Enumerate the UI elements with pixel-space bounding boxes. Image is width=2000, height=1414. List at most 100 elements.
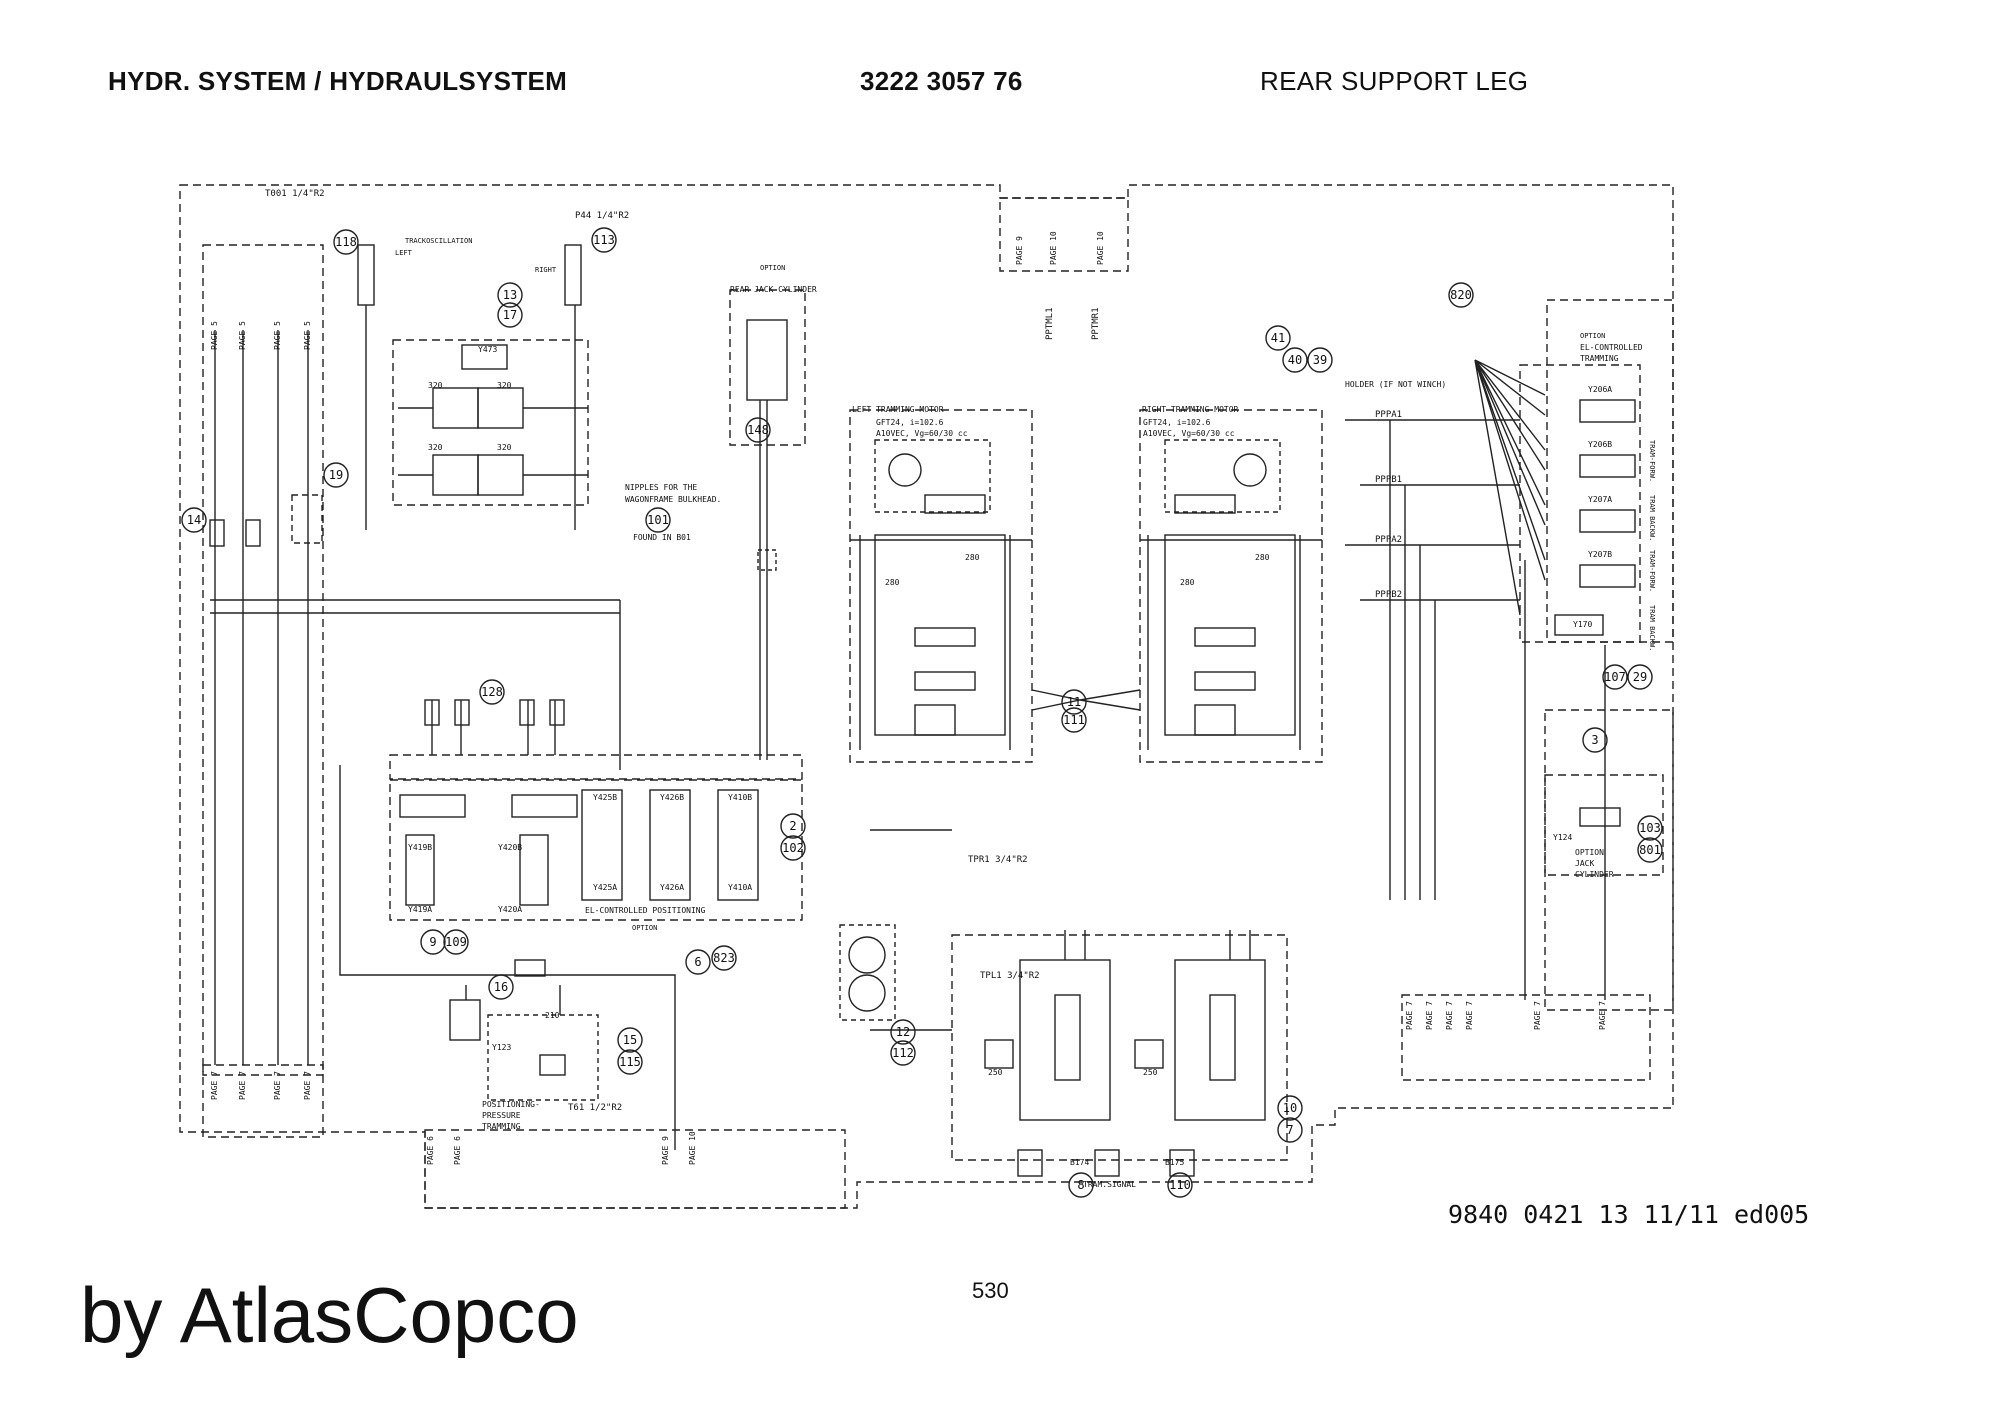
left-motor-label: LEFT TRAMMING MOTOR (852, 405, 944, 414)
callout-circle (1277, 1095, 1303, 1121)
callout-number: 102 (782, 841, 804, 855)
callout-number: 3 (1591, 733, 1598, 747)
pressure-setting: 320 (428, 443, 443, 452)
right-tramming-motor (1139, 409, 1323, 763)
callout-number: 113 (593, 233, 615, 247)
callout-number: 823 (713, 951, 735, 965)
pressure-setting: 250 (988, 1068, 1003, 1077)
callout-number: 118 (335, 235, 357, 249)
line-label: PPPB2 (1375, 590, 1402, 600)
option-jack-label: JACK (1575, 859, 1594, 868)
holder-label: HOLDER (IF NOT WINCH) (1345, 380, 1446, 389)
pressure-setting: 320 (428, 381, 443, 390)
line-label: TPR1 3/4"R2 (968, 855, 1028, 865)
trackoscillation-block (357, 244, 589, 530)
callout-circle (591, 227, 617, 253)
valve-code: B175 (1165, 1158, 1184, 1167)
motor-spec: A10VEC, Vg=60/30 cc (1143, 429, 1235, 438)
callout-number: 101 (647, 513, 669, 527)
page-ref: PAGE 7 (1445, 1001, 1454, 1030)
callout-number: 115 (619, 1055, 641, 1069)
option-jack-label: OPTION (1575, 848, 1604, 857)
positioning-pressure-block (339, 765, 676, 1150)
line-label: P44 1/4"R2 (575, 211, 629, 221)
callout-circle (323, 462, 349, 488)
right-motor-label: RIGHT TRAMMING MOTOR (1142, 405, 1239, 414)
callout-circle (617, 1049, 643, 1075)
valve-code: Y420A (498, 905, 522, 914)
page-ref: PAGE 10 (688, 1131, 697, 1165)
callout-circle (333, 229, 359, 255)
callout-number: 7 (1286, 1123, 1293, 1137)
option-label: OPTION (632, 924, 657, 932)
callout-circle (443, 929, 469, 955)
callout-circle (1167, 1172, 1193, 1198)
left-label: LEFT (395, 249, 413, 257)
page-ref: PAGE 7 (1598, 1001, 1607, 1030)
callout-number: 14 (187, 513, 201, 527)
tramming-control-valves (839, 829, 1288, 1177)
page-ref: PAGE 5 (273, 321, 282, 350)
callout-number: 103 (1639, 821, 1661, 835)
callout-circle (1282, 347, 1308, 373)
valve-code: Y420B (498, 843, 522, 852)
callout-number: 128 (481, 685, 503, 699)
left-tramming-motor (849, 409, 1033, 763)
page-ref: PAGE 5 (303, 321, 312, 350)
callout-number: 112 (892, 1046, 914, 1060)
valve-code: B174 (1070, 1158, 1089, 1167)
header-system-title: HYDR. SYSTEM / HYDRAULSYSTEM (108, 66, 568, 96)
page-ref: PAGE 7 (238, 1071, 247, 1100)
tram-backw-label: TRAM BACKW. (1648, 605, 1656, 651)
callout-circle (890, 1019, 916, 1045)
valve-code: Y419A (408, 905, 432, 914)
valve-code: Y206A (1588, 385, 1612, 394)
callout-circle (1602, 664, 1628, 690)
callout-circle (745, 417, 771, 443)
callout-number: 11 (1067, 695, 1081, 709)
page-number: 530 (972, 1278, 1009, 1303)
callout-number: 39 (1313, 353, 1327, 367)
valve-code: Y419B (408, 843, 432, 852)
callout-number: 10 (1283, 1101, 1297, 1115)
callout-circle (1307, 347, 1333, 373)
valve-code: Y123 (492, 1043, 511, 1052)
callout-circle (645, 507, 671, 533)
page-ref: PAGE 10 (1049, 231, 1058, 265)
page-ref: PAGE 10 (1096, 231, 1105, 265)
callout-number: 148 (747, 423, 769, 437)
trackoscillation-label: TRACKOSCILLATION (405, 237, 472, 245)
callout-circle (890, 1040, 916, 1066)
callout-number: 111 (1063, 713, 1085, 727)
page-ref: PAGE 7 (210, 1071, 219, 1100)
pressure-setting: 280 (885, 578, 900, 587)
pos-pressure-label: PRESSURE (482, 1111, 521, 1120)
page-ref: PAGE 7 (303, 1071, 312, 1100)
pressure-setting: 280 (965, 553, 980, 562)
callout-circle (685, 949, 711, 975)
header-part-number: 3222 3057 76 (860, 66, 1023, 96)
callout-circle (1068, 1172, 1094, 1198)
callout-circle (617, 1027, 643, 1053)
callout-number: 9 (429, 935, 436, 949)
valve-code: Y473 (478, 345, 497, 354)
nipples-label-2: WAGONFRAME BULKHEAD. (625, 495, 721, 504)
callout-circle (1061, 707, 1087, 733)
callout-circle (1637, 837, 1663, 863)
callout-number: 19 (329, 468, 343, 482)
callout-number: 6 (694, 955, 701, 969)
valve-code: Y410B (728, 793, 752, 802)
el-tramming-label: TRAMMING (1580, 354, 1619, 363)
callout-number: 107 (1604, 670, 1626, 684)
page-ref: PAGE 6 (426, 1136, 435, 1165)
callout-number: 110 (1169, 1178, 1191, 1192)
valve-code: Y425B (593, 793, 617, 802)
line-label: PPTML1 (1045, 307, 1055, 340)
callout-number: 17 (503, 308, 517, 322)
page-ref: PAGE 9 (1015, 236, 1024, 265)
valve-code: Y170 (1573, 620, 1592, 629)
el-positioning-label: EL-CONTROLLED POSITIONING (585, 906, 706, 915)
callout-circle (181, 507, 207, 533)
callout-circle (1265, 325, 1291, 351)
